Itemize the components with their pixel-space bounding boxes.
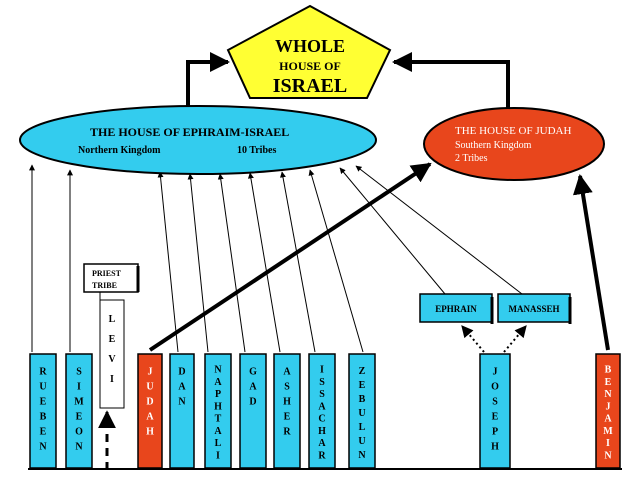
levi-box (99, 299, 125, 409)
tribe-judah-box (137, 353, 163, 469)
ephraim-house-node: THE HOUSE OF EPHRAIM-ISRAEL Northern Kin… (19, 105, 377, 175)
ephraim-house-count: 10 Tribes (237, 145, 276, 156)
tribe-joseph-box (479, 353, 511, 469)
judah-to-whole-connector (392, 52, 510, 110)
joseph-to-ephrain-arrow (461, 325, 485, 353)
ephraim-house-title: THE HOUSE OF EPHRAIM-ISRAEL (90, 125, 289, 139)
priest-sign-line2: TRIBE (92, 281, 117, 290)
judah-house-subtitle: Southern Kingdom (455, 140, 532, 151)
manasseh-label: MANASSEH (508, 304, 559, 314)
asher-arrow (247, 172, 281, 353)
tribe-benjamin-box (595, 353, 621, 469)
ephraim-house-subtitle: Northern Kingdom (78, 145, 161, 156)
tribe-zebulun-box (348, 353, 376, 469)
judah-house-count: 2 Tribes (455, 153, 488, 164)
whole-house-line3: ISRAEL (273, 75, 347, 97)
judah-house-ellipse (423, 107, 605, 181)
dan-arrow (157, 171, 179, 353)
whole-house-line1: WHOLE (275, 36, 345, 56)
gad-arrow (217, 173, 246, 353)
ephrain-box (419, 293, 493, 323)
judah-house-node: THE HOUSE OF JUDAH Southern Kingdom 2 Tr… (423, 107, 605, 181)
priest-tribe-sign: PRIEST TRIBE (83, 263, 140, 300)
tribe-asher-box (273, 353, 301, 469)
whole-house-node: WHOLE HOUSE OF ISRAEL (226, 4, 392, 99)
priest-sign-line1: PRIEST (92, 269, 122, 278)
whole-house-pentagon (226, 4, 392, 99)
ephraim-to-whole-connector (186, 52, 230, 118)
ephrain-arrow (339, 167, 446, 295)
joseph-sons: EPHRAIN MANASSEH (419, 293, 572, 353)
ephrain-label: EPHRAIN (435, 304, 477, 314)
tribe-simeon-box (65, 353, 93, 469)
judah-to-south-arrow (148, 162, 432, 352)
priest-sign-board (83, 263, 139, 293)
joseph-to-manasseh-arrow (503, 325, 527, 353)
ephraim-house-ellipse (19, 105, 377, 175)
whole-house-line2: HOUSE OF (279, 59, 341, 73)
benjamin-to-south-arrow (572, 174, 610, 351)
north-tribe-arrows (29, 164, 523, 353)
tribe-gad-box (239, 353, 267, 469)
naphtali-arrow (187, 173, 209, 353)
tribe-naphtali-box (204, 353, 232, 469)
zebulun-arrow (308, 169, 364, 353)
judah-house-title: THE HOUSE OF JUDAH (455, 125, 571, 137)
manasseh-arrow (355, 165, 523, 295)
manasseh-box (497, 293, 571, 323)
issachar-arrow (280, 171, 316, 353)
